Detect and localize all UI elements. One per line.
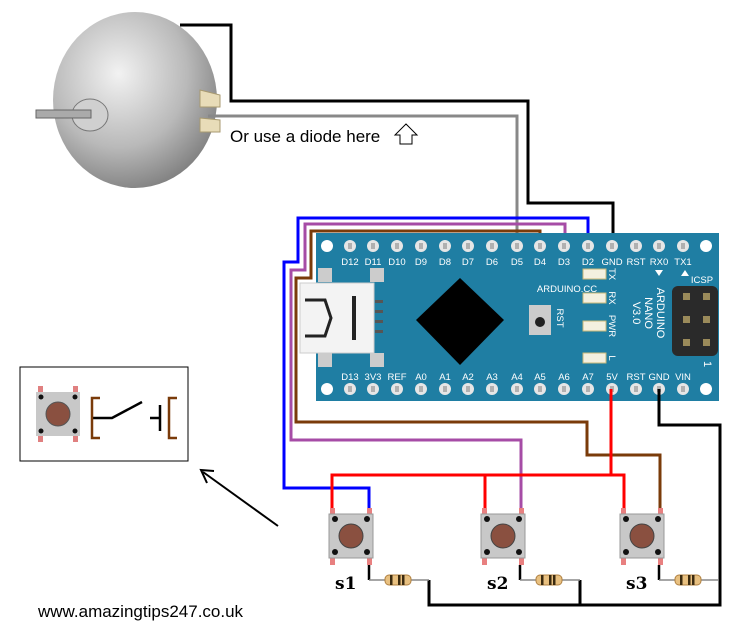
- icsp-header: [672, 286, 718, 356]
- pin-label: 5V: [606, 372, 618, 383]
- switch-label: s3: [626, 574, 647, 594]
- pointer-arrow: [202, 471, 279, 527]
- pushbutton-s2[interactable]: [480, 508, 526, 565]
- board-name: ARDUINO: [654, 288, 666, 339]
- pin-label: GND: [601, 257, 622, 268]
- d2-wire: [282, 216, 590, 508]
- pin-label: REF: [388, 372, 407, 383]
- pushbutton-s1[interactable]: [328, 508, 374, 565]
- arrow-head-icon: [199, 468, 215, 484]
- pin-label: D8: [439, 257, 451, 268]
- pin-label: A1: [439, 372, 451, 383]
- pin-label: D10: [388, 257, 405, 268]
- pin-label: A4: [511, 372, 523, 383]
- motor-signal-wire: [208, 114, 519, 246]
- resistor: [535, 574, 563, 586]
- diode-note: Or use a diode here: [230, 127, 380, 146]
- pin-label: D2: [582, 257, 594, 268]
- icsp-label: ICSP: [691, 275, 713, 286]
- usb-connector: [299, 282, 375, 354]
- pin-label: D6: [486, 257, 498, 268]
- pin-label: A6: [558, 372, 570, 383]
- dc-motor: [35, 12, 221, 188]
- pin-label: D11: [365, 257, 382, 268]
- pin-label: A0: [415, 372, 427, 383]
- pin-label: GND: [648, 372, 669, 383]
- vcc-rail: [330, 473, 626, 508]
- led-label: PWR: [606, 315, 617, 337]
- pin-label: D3: [558, 257, 570, 268]
- pin-label: D7: [462, 257, 474, 268]
- pin-label: D5: [511, 257, 523, 268]
- led-rx: [582, 292, 607, 304]
- gnd-wire: [427, 389, 722, 607]
- pin-label: TX1: [674, 257, 691, 268]
- led-label: L: [606, 355, 617, 360]
- d3-wire: [289, 222, 567, 508]
- up-arrow-icon: [393, 123, 419, 145]
- pin-label: D13: [341, 372, 358, 383]
- motor-gnd-wire: [180, 23, 615, 246]
- pin-label: D9: [415, 257, 427, 268]
- d4-wire: [294, 229, 662, 508]
- pin-label: VIN: [675, 372, 691, 383]
- pin-label: RST: [627, 372, 646, 383]
- rst-label: RST: [554, 309, 565, 328]
- resistor: [384, 574, 412, 586]
- pushbutton-s3[interactable]: [619, 508, 665, 565]
- resistor: [674, 574, 702, 586]
- board-name-2: NANO: [642, 297, 654, 329]
- pin-label: A2: [462, 372, 474, 383]
- pin-label: RST: [627, 257, 646, 268]
- switch-label: s2: [487, 574, 508, 594]
- website-label: www.amazingtips247.co.uk: [37, 602, 244, 621]
- switch-legend: [19, 366, 189, 462]
- pin-label: D12: [341, 257, 358, 268]
- microcontroller-chip: [416, 278, 504, 365]
- icsp-pin1-label: 1: [701, 361, 713, 367]
- led-label: TX: [606, 268, 617, 281]
- pin-label: D4: [534, 257, 546, 268]
- board-version: V3.0: [630, 302, 642, 325]
- pin-label: A7: [582, 372, 594, 383]
- led-pwr: [582, 320, 607, 332]
- led-l: [582, 352, 607, 364]
- pin-label: 3V3: [365, 372, 382, 383]
- pin-label: RX0: [650, 257, 668, 268]
- pin-label: A5: [534, 372, 546, 383]
- switch-label: s1: [335, 574, 356, 594]
- pin-label: A3: [486, 372, 498, 383]
- led-tx: [582, 268, 607, 280]
- led-label: RX: [606, 291, 617, 305]
- arduino-cc-label: ARDUINO.CC: [537, 284, 597, 295]
